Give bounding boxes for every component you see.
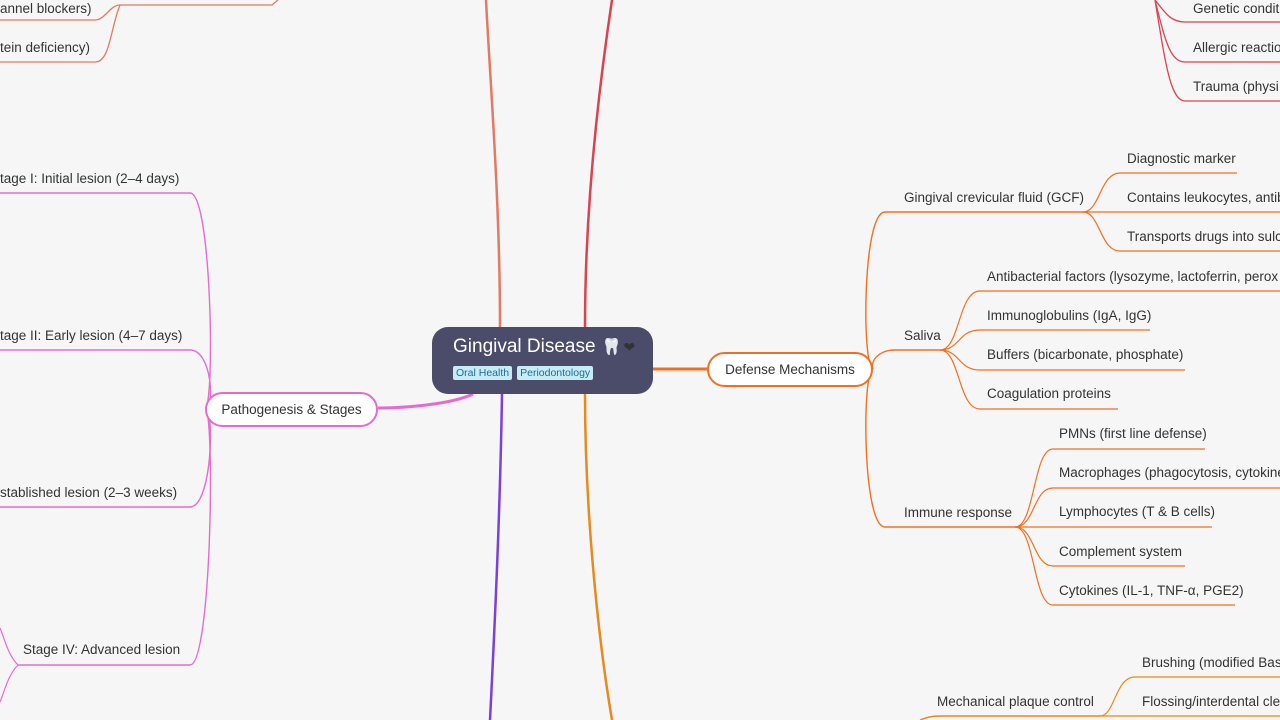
node-gcf-leukocytes[interactable]: Contains leukocytes, antib — [1127, 190, 1280, 205]
connector-top-left-branch — [484, 0, 502, 328]
node-mechanical-plaque-control[interactable]: Mechanical plaque control — [937, 694, 1094, 709]
tag-periodontology[interactable]: Periodontology — [517, 366, 594, 380]
connector-bottom-amber-branch — [583, 393, 614, 720]
node-allergic-reactions[interactable]: Allergic reactio — [1193, 40, 1280, 55]
heart-icon: ❤ — [623, 339, 636, 355]
node-trauma[interactable]: Trauma (physi — [1193, 79, 1279, 94]
node-saliva-immunoglobulins[interactable]: Immunoglobulins (IgA, IgG) — [987, 308, 1152, 323]
node-stage-established-lesion[interactable]: stablished lesion (2–3 weeks) — [0, 485, 178, 500]
node-gcf-diagnostic-marker[interactable]: Diagnostic marker — [1127, 151, 1236, 166]
node-flossing[interactable]: Flossing/interdental cle — [1142, 694, 1280, 709]
node-brushing[interactable]: Brushing (modified Bas — [1142, 655, 1280, 670]
node-saliva-coagulation[interactable]: Coagulation proteins — [987, 386, 1111, 401]
node-immune-lymphocytes[interactable]: Lymphocytes (T & B cells) — [1059, 504, 1216, 519]
node-immune-macrophages[interactable]: Macrophages (phagocytosis, cytokine — [1059, 465, 1280, 480]
root-tags: Oral Health Periodontology — [453, 366, 653, 380]
root-topic[interactable]: Gingival Disease 🦷❤ Oral Health Periodont… — [432, 327, 653, 394]
node-stage-early-lesion[interactable]: tage II: Early lesion (4–7 days) — [0, 328, 183, 343]
connector-pathogenesis — [377, 392, 474, 410]
node-saliva-buffers[interactable]: Buffers (bicarbonate, phosphate) — [987, 347, 1184, 362]
node-saliva-antibacterial[interactable]: Antibacterial factors (lysozyme, lactofe… — [987, 269, 1279, 284]
node-immune-complement[interactable]: Complement system — [1059, 544, 1183, 559]
tooth-icon: 🦷 — [601, 339, 622, 356]
node-calcium-channel-blockers[interactable]: annel blockers) — [0, 1, 92, 16]
node-stage-initial-lesion[interactable]: tage I: Initial lesion (2–4 days) — [0, 171, 180, 186]
node-immune-response[interactable]: Immune response — [904, 505, 1013, 520]
node-protein-deficiency[interactable]: tein deficiency) — [0, 40, 91, 55]
node-gcf-transports-drugs[interactable]: Transports drugs into sulc — [1127, 229, 1280, 244]
node-saliva[interactable]: Saliva — [904, 328, 941, 343]
branch-defense-mechanisms[interactable]: Defense Mechanisms — [707, 352, 873, 387]
node-gcf[interactable]: Gingival crevicular fluid (GCF) — [904, 190, 1085, 205]
connector-top-right-branch — [583, 0, 614, 328]
node-immune-pmns[interactable]: PMNs (first line defense) — [1059, 426, 1207, 441]
node-immune-cytokines[interactable]: Cytokines (IL-1, TNF-α, PGE2) — [1059, 583, 1244, 598]
branch-pathogenesis-stages[interactable]: Pathogenesis & Stages — [205, 392, 378, 427]
node-genetic-conditions[interactable]: Genetic condit — [1193, 1, 1280, 16]
connector-bottom-violet-branch — [488, 393, 504, 720]
root-title: Gingival Disease — [453, 336, 596, 357]
node-stage-advanced-lesion[interactable]: Stage IV: Advanced lesion — [23, 642, 181, 657]
tag-oral-health[interactable]: Oral Health — [453, 366, 513, 380]
